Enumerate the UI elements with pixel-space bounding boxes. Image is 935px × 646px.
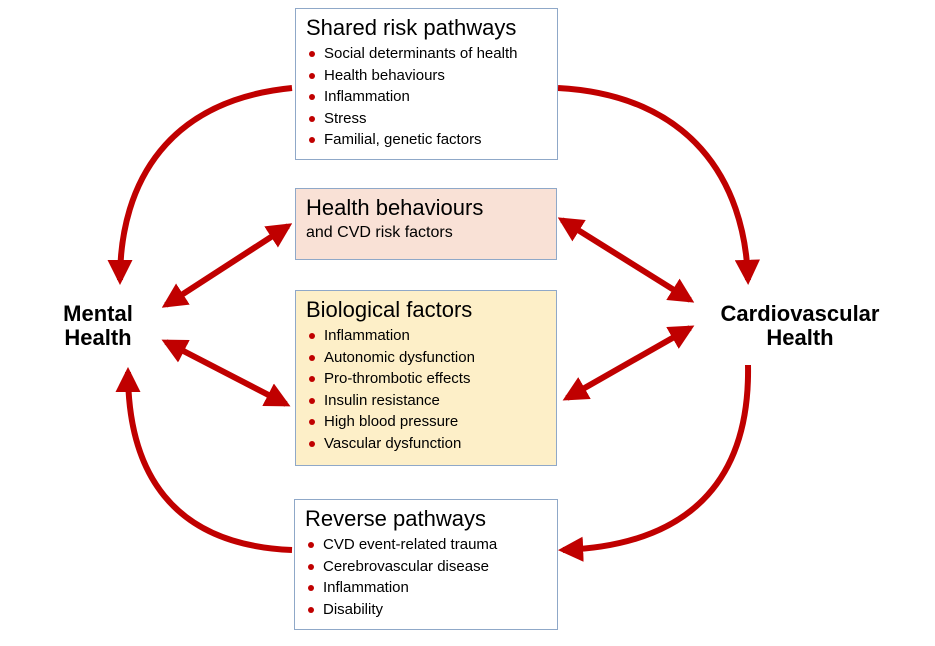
list-item: High blood pressure <box>306 411 548 433</box>
list-item: Vascular dysfunction <box>306 433 548 455</box>
arrow-biological-cardio <box>562 325 695 401</box>
health-behaviours-subtitle: and CVD risk factors <box>306 224 453 241</box>
list-item: Disability <box>305 599 549 621</box>
list-item: Stress <box>306 108 549 130</box>
biological-factors-box: Biological factors Inflammation Autonomi… <box>295 290 557 466</box>
list-item: Cerebrovascular disease <box>305 556 549 578</box>
mental-health-label: Mental Health <box>38 302 158 350</box>
list-item: Inflammation <box>305 577 549 599</box>
arrow-behaviours-cardio <box>557 217 695 303</box>
health-behaviours-title: Health behaviours <box>306 195 484 220</box>
mental-health-line1: Mental <box>63 301 133 326</box>
biological-factors-title: Biological factors <box>306 297 473 322</box>
list-item: Familial, genetic factors <box>306 129 549 151</box>
arrow-shared-to-cardio <box>557 85 760 286</box>
reverse-pathways-list: CVD event-related trauma Cerebrovascular… <box>305 534 549 620</box>
list-item: Social determinants of health <box>306 43 549 65</box>
list-item: Health behaviours <box>306 65 549 87</box>
reverse-pathways-box: Reverse pathways CVD event-related traum… <box>294 499 558 630</box>
arrow-mental-behaviours <box>161 223 293 308</box>
arrow-shared-to-mental <box>107 85 293 286</box>
arrow-reverse-to-mental <box>115 366 293 553</box>
arrow-mental-biological <box>161 339 291 407</box>
list-item: Insulin resistance <box>306 390 548 412</box>
list-item: Inflammation <box>306 325 548 347</box>
reverse-pathways-title: Reverse pathways <box>305 506 486 531</box>
shared-risk-pathways-title: Shared risk pathways <box>306 15 517 40</box>
list-item: Inflammation <box>306 86 549 108</box>
shared-risk-pathways-box: Shared risk pathways Social determinants… <box>295 8 558 160</box>
list-item: Autonomic dysfunction <box>306 347 548 369</box>
list-item: CVD event-related trauma <box>305 534 549 556</box>
arrow-cardio-to-reverse <box>557 364 752 562</box>
cardiovascular-health-line2: Health <box>766 325 834 350</box>
biological-factors-list: Inflammation Autonomic dysfunction Pro-t… <box>306 325 548 454</box>
mental-health-line2: Health <box>64 325 132 350</box>
cardiovascular-health-label: Cardiovascular Health <box>690 302 910 350</box>
health-behaviours-box: Health behaviours and CVD risk factors <box>295 188 557 260</box>
list-item: Pro-thrombotic effects <box>306 368 548 390</box>
shared-risk-pathways-list: Social determinants of health Health beh… <box>306 43 549 151</box>
cardiovascular-health-line1: Cardiovascular <box>720 301 880 326</box>
